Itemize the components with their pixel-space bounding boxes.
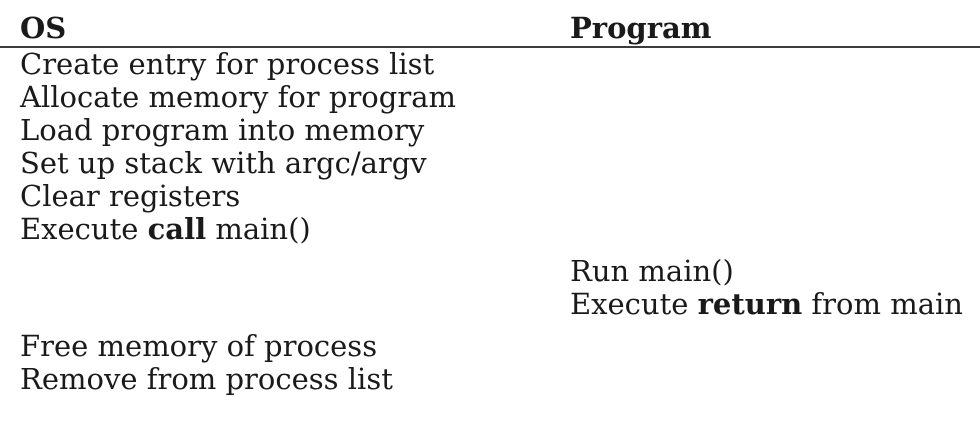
os-cell: Clear registers: [0, 180, 550, 213]
table-row: Remove from process list: [0, 363, 980, 396]
cell-text: Create entry for process list: [20, 47, 435, 81]
table-row: Set up stack with argc/argv: [0, 147, 980, 180]
table-row: Free memory of process: [0, 330, 980, 363]
os-cell: Free memory of process: [0, 330, 550, 363]
table-row: Run main(): [0, 255, 980, 288]
table-body: Create entry for process list Allocate m…: [0, 48, 980, 396]
cell-text: Execute: [570, 287, 698, 321]
cell-text: Set up stack with argc/argv: [20, 146, 427, 180]
table-row: Execute call main(): [0, 213, 980, 246]
cell-text-bold: call: [147, 212, 207, 246]
column-header-program: Program: [570, 11, 712, 45]
table-row: Execute return from main: [0, 288, 980, 321]
cell-text: Remove from process list: [20, 362, 393, 396]
os-cell: Remove from process list: [0, 363, 550, 396]
cell-text: Run main(): [570, 254, 734, 288]
os-cell: Set up stack with argc/argv: [0, 147, 550, 180]
os-cell: Create entry for process list: [0, 48, 550, 81]
column-header-os: OS: [20, 11, 67, 45]
os-cell: Load program into memory: [0, 114, 550, 147]
cell-text: Load program into memory: [20, 113, 425, 147]
table-row: Allocate memory for program: [0, 81, 980, 114]
cell-text: main(): [206, 212, 311, 246]
cell-text: Allocate memory for program: [20, 80, 456, 114]
cell-text: Free memory of process: [20, 329, 378, 363]
program-cell: Execute return from main: [550, 288, 980, 321]
program-cell: Run main(): [550, 255, 980, 288]
table-row: Clear registers: [0, 180, 980, 213]
os-cell: Allocate memory for program: [0, 81, 550, 114]
cell-text: from main: [802, 287, 963, 321]
cell-text-bold: return: [697, 287, 803, 321]
os-cell: Execute call main(): [0, 213, 550, 246]
table-row: Create entry for process list: [0, 48, 980, 81]
cell-text: Execute: [20, 212, 148, 246]
table-header-row: OS Program: [0, 10, 980, 48]
table-row: Load program into memory: [0, 114, 980, 147]
execution-protocol-table: OS Program Create entry for process list…: [0, 10, 980, 396]
cell-text: Clear registers: [20, 179, 241, 213]
